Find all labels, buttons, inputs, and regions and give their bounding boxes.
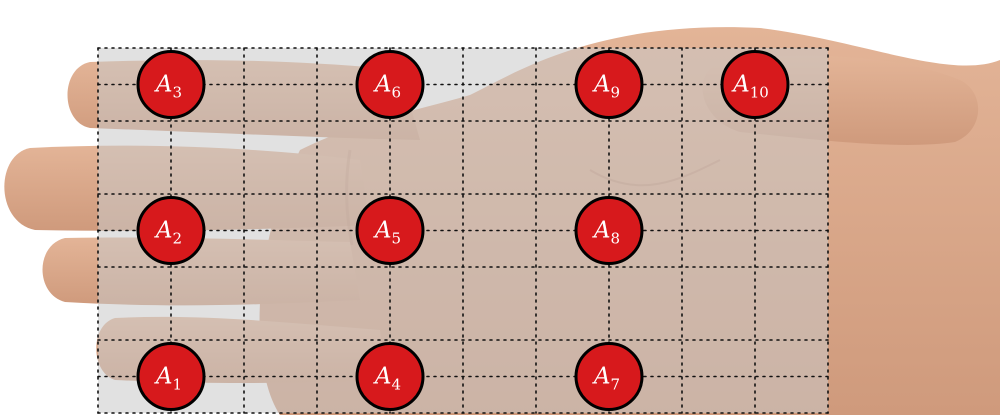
electrode-A3: A3	[138, 52, 204, 118]
electrode-A4: A4	[357, 344, 423, 410]
electrode-A9: A9	[576, 52, 642, 118]
electrode-A7: A7	[576, 344, 642, 410]
electrode-A10: A10	[722, 52, 788, 118]
electrode-A8: A8	[576, 198, 642, 264]
electrode-A5: A5	[357, 198, 423, 264]
electrode-A1: A1	[138, 344, 204, 410]
electrode-A2: A2	[138, 198, 204, 264]
electrode-A6: A6	[357, 52, 423, 118]
